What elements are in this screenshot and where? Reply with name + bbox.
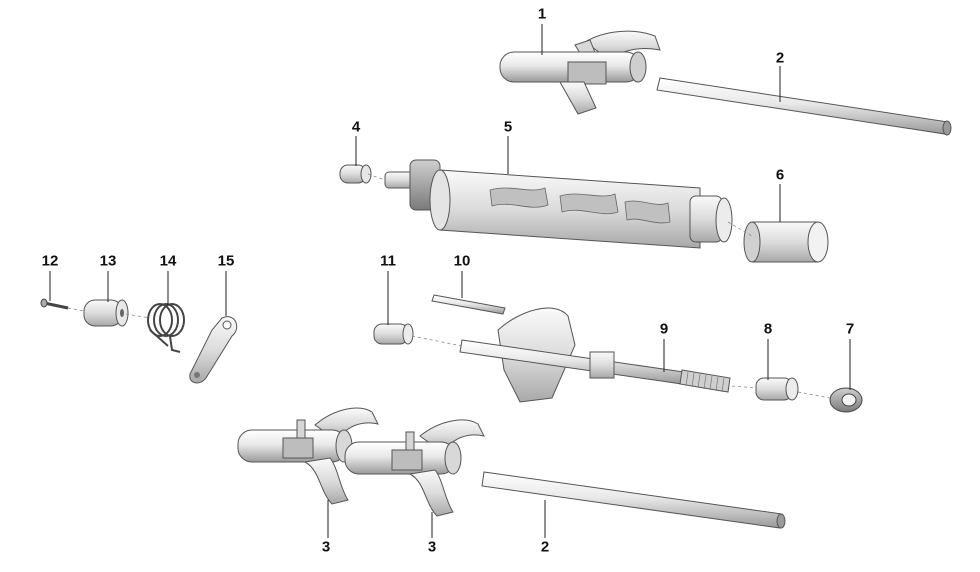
spacer-collar <box>83 299 129 327</box>
shift-fork-upper <box>499 30 661 115</box>
fork-shaft-lower <box>481 471 786 529</box>
bushing-small <box>339 164 372 184</box>
callout-14: 14 <box>159 252 177 270</box>
torsion-spring <box>147 303 185 353</box>
callout-7: 7 <box>845 320 855 338</box>
shift-drum <box>384 159 733 249</box>
pin <box>431 294 506 315</box>
oil-seal <box>829 387 863 413</box>
gearshift-shaft <box>459 307 731 403</box>
leader-lines <box>49 24 851 538</box>
callout-4: 4 <box>351 118 361 136</box>
shaft-bushing <box>755 377 799 401</box>
fork-shaft-upper <box>656 77 952 136</box>
callout-10: 10 <box>453 252 471 270</box>
callout-1: 1 <box>537 5 547 23</box>
callout-3-right: 3 <box>427 538 437 556</box>
callout-13: 13 <box>99 252 117 270</box>
callout-3-left: 3 <box>321 538 331 556</box>
callout-9: 9 <box>659 320 669 338</box>
callout-12: 12 <box>41 252 59 270</box>
collar <box>373 323 414 345</box>
callout-2-upper: 2 <box>775 49 785 67</box>
callout-5: 5 <box>503 118 513 136</box>
drum-bearing-sleeve <box>743 221 829 263</box>
callout-15: 15 <box>217 252 235 270</box>
stopper-lever <box>189 316 238 384</box>
shift-fork-lower-right <box>344 419 485 517</box>
callout-8: 8 <box>763 320 773 338</box>
bolt <box>40 298 69 310</box>
callout-6: 6 <box>775 166 785 184</box>
callout-11: 11 <box>380 252 396 270</box>
callout-2-lower: 2 <box>540 538 550 556</box>
assembly-guide-lines <box>67 173 831 399</box>
